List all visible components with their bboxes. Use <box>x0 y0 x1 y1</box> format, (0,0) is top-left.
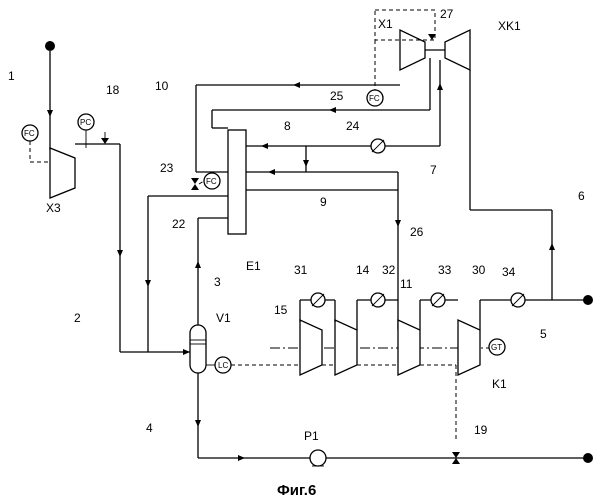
line-to-v1-from-e1 <box>145 196 228 352</box>
tag-fc-x3: FC <box>24 129 35 138</box>
label-7: 7 <box>430 163 437 177</box>
tag-fc-23: FC <box>206 177 217 186</box>
label-x1: X1 <box>378 17 393 31</box>
pump-p1 <box>310 450 593 466</box>
label-6: 6 <box>578 189 585 203</box>
line-26 <box>395 172 401 330</box>
label-xk1: XK1 <box>498 19 521 33</box>
exchanger-e1 <box>228 130 246 234</box>
line-8 <box>246 60 443 149</box>
label-32: 32 <box>382 263 396 277</box>
figure-caption: Фиг.6 <box>277 482 316 499</box>
lc-v1-instrument <box>206 357 456 440</box>
label-22: 22 <box>172 217 186 231</box>
label-27: 27 <box>440 7 454 21</box>
label-30: 30 <box>472 263 486 277</box>
label-25: 25 <box>330 89 344 103</box>
label-x3: X3 <box>46 201 61 215</box>
label-31: 31 <box>294 263 308 277</box>
label-26: 26 <box>410 225 424 239</box>
label-2: 2 <box>74 311 81 325</box>
label-10: 10 <box>155 79 169 93</box>
label-14: 14 <box>356 263 370 277</box>
feed-line-1 <box>45 41 55 150</box>
cooler-24 <box>371 139 385 153</box>
compressor-train-k1 <box>270 320 505 375</box>
line-4 <box>195 373 310 461</box>
label-24: 24 <box>346 119 360 133</box>
label-3: 3 <box>214 275 221 289</box>
label-k1: K1 <box>492 377 507 391</box>
expander-x3 <box>50 148 75 198</box>
label-23: 23 <box>160 161 174 175</box>
label-4: 4 <box>146 421 153 435</box>
label-15: 15 <box>274 303 288 317</box>
label-34: 34 <box>502 265 516 279</box>
label-5: 5 <box>540 327 547 341</box>
label-e1: E1 <box>246 259 261 273</box>
label-33: 33 <box>438 263 452 277</box>
tag-lc-v1: LC <box>218 361 228 370</box>
tag-gt: GT <box>491 343 502 352</box>
tag-pc-x3: PC <box>80 118 91 127</box>
line-25 <box>212 58 430 128</box>
line-2 <box>117 144 190 355</box>
expander-x1 <box>400 30 425 70</box>
label-19: 19 <box>474 423 488 437</box>
label-p1: P1 <box>304 429 319 443</box>
valve-18 <box>75 132 120 144</box>
label-v1: V1 <box>216 311 231 325</box>
label-8: 8 <box>284 119 291 133</box>
label-1: 1 <box>8 69 15 83</box>
label-11: 11 <box>400 277 413 291</box>
label-18: 18 <box>106 83 120 97</box>
tag-fc-x1: FC <box>369 94 380 103</box>
separator-v1 <box>190 325 206 373</box>
label-9: 9 <box>320 195 327 209</box>
